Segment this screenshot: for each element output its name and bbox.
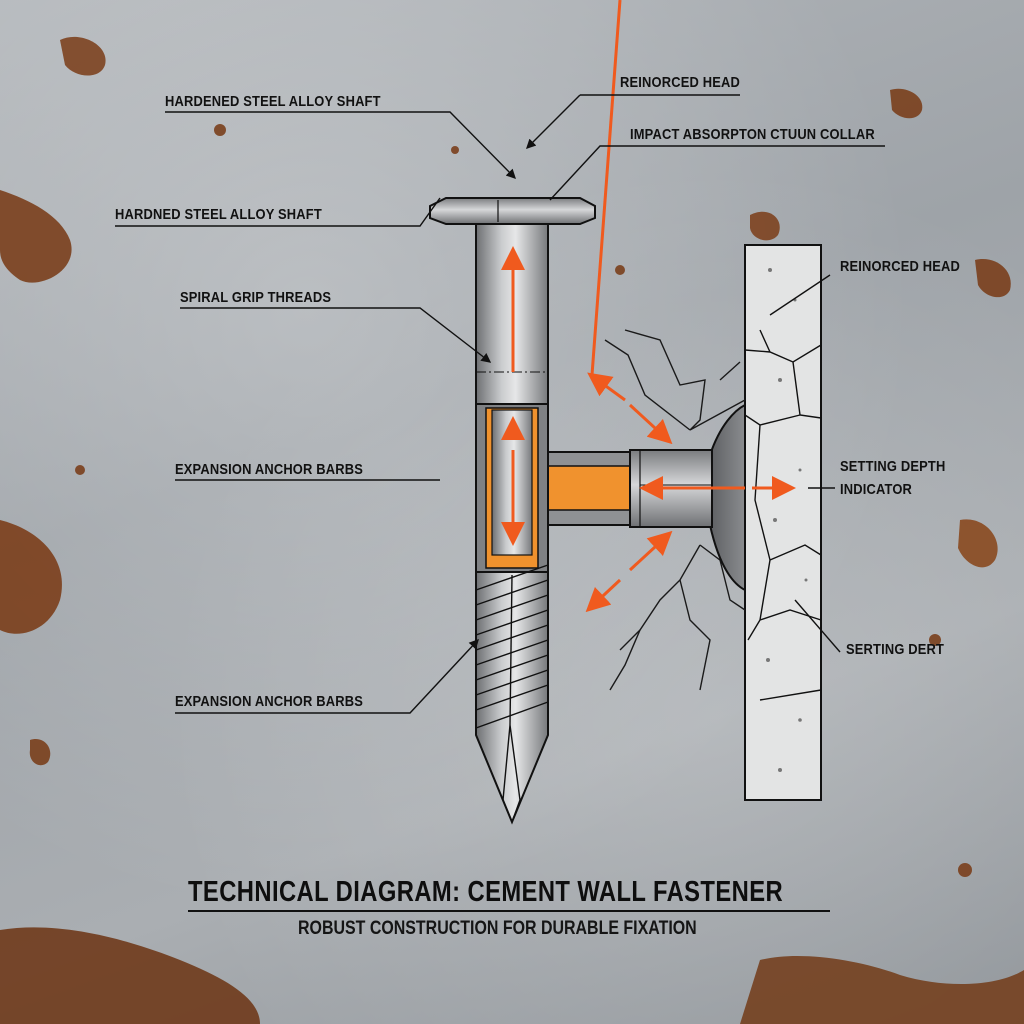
label-indicator: INDICATOR: [840, 481, 913, 498]
leader-lines: [115, 94, 885, 912]
rust-spots: [0, 36, 1024, 1024]
label-reinforced-head-top: REINORCED HEAD: [620, 74, 740, 91]
force-arrows: [501, 0, 796, 613]
concrete-wall: [744, 244, 822, 801]
wall-cracks: [604, 329, 746, 691]
label-reinforced-head-wall: REINORCED HEAD: [840, 258, 960, 275]
label-impact-absorption-collar: IMPACT ABSORPTON CTUUN COLLAR: [630, 126, 875, 143]
label-spiral-grip-threads: SPIRAL GRIP THREADS: [180, 289, 332, 306]
conical-seat: [709, 403, 746, 592]
diagram-title: TECHNICAL DIAGRAM: CEMENT WALL FASTENER: [188, 876, 784, 908]
label-hardned-steel-alloy-shaft: HARDNED STEEL ALLOY SHAFT: [115, 206, 322, 223]
diagram-subtitle: ROBUST CONSTRUCTION FOR DURABLE FIXATION: [298, 918, 697, 939]
label-expansion-anchor-barbs-lower: EXPANSION ANCHOR BARBS: [175, 693, 363, 710]
label-expansion-anchor-barbs-upper: EXPANSION ANCHOR BARBS: [175, 461, 363, 478]
label-setting-depth: SETTING DEPTH: [840, 458, 946, 475]
label-serting-dert: SERTING DERT: [846, 641, 945, 658]
label-hardened-steel-alloy-shaft: HARDENED STEEL ALLOY SHAFT: [165, 93, 381, 110]
